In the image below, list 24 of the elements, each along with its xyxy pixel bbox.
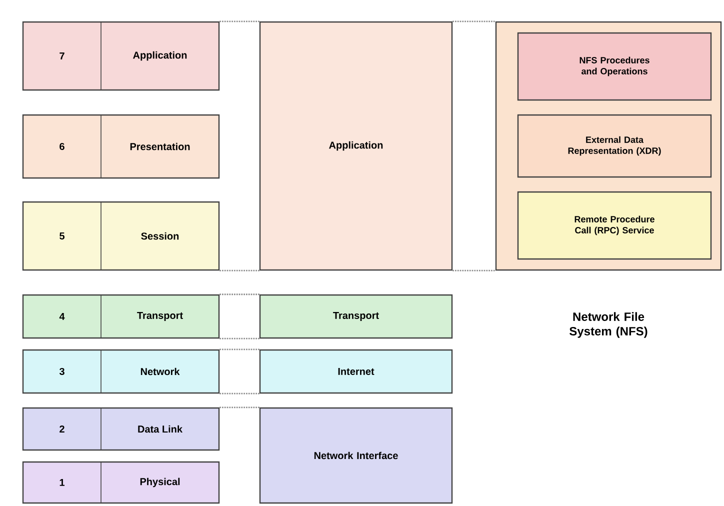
layer-box: 6 Presentation <box>22 114 220 179</box>
guide-line <box>220 406 260 408</box>
layer-box: Internet <box>259 349 453 394</box>
layer-box: Application <box>259 21 453 271</box>
guide-line <box>220 270 260 272</box>
guide-line <box>220 348 260 350</box>
guide-line <box>220 338 260 340</box>
layer-box: External Data Representation (XDR) <box>517 114 712 178</box>
layer-box: 2 Data Link <box>22 407 220 451</box>
layer-box: 5 Session <box>22 201 220 271</box>
guide-line <box>452 270 496 272</box>
guide-line <box>452 20 496 22</box>
layer-box: Remote Procedure Call (RPC) Service <box>517 191 712 260</box>
layer-box: 3 Network <box>22 349 220 394</box>
guide-line <box>220 392 260 394</box>
layer-box: NFS Procedures and Operations <box>517 32 712 101</box>
layer-box: Transport <box>259 294 453 339</box>
guide-line <box>220 20 260 22</box>
node-label: Network File System (NFS) <box>570 312 648 338</box>
layer-box: 7 Application <box>22 21 220 91</box>
guide-line <box>220 294 260 296</box>
layer-box: 4 Transport <box>22 294 220 339</box>
layer-box: Network Interface <box>259 407 453 504</box>
layer-box: 1 Physical <box>22 461 220 504</box>
